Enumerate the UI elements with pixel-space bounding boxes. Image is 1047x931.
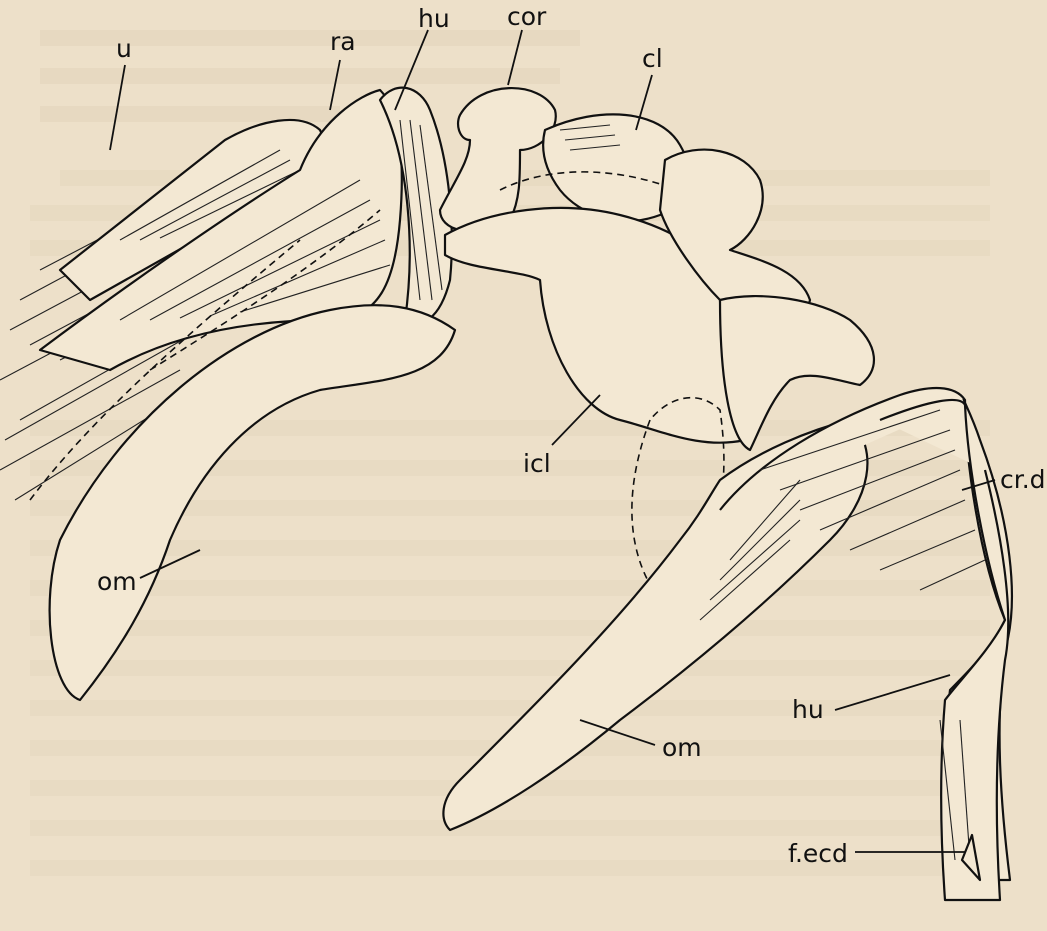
label-ra: ra xyxy=(330,27,356,56)
label-cl: cl xyxy=(642,44,663,73)
label-icl: icl xyxy=(523,449,551,478)
label-cor: cor xyxy=(507,2,547,31)
label-hu-top: hu xyxy=(418,4,450,33)
label-om-right: om xyxy=(662,733,702,762)
label-u: u xyxy=(116,34,132,63)
leader-ra xyxy=(330,60,340,110)
label-crd: cr.d xyxy=(1000,465,1046,494)
label-om-left: om xyxy=(97,567,137,596)
label-fecd: f.ecd xyxy=(788,839,848,868)
label-hu-right: hu xyxy=(792,695,824,724)
